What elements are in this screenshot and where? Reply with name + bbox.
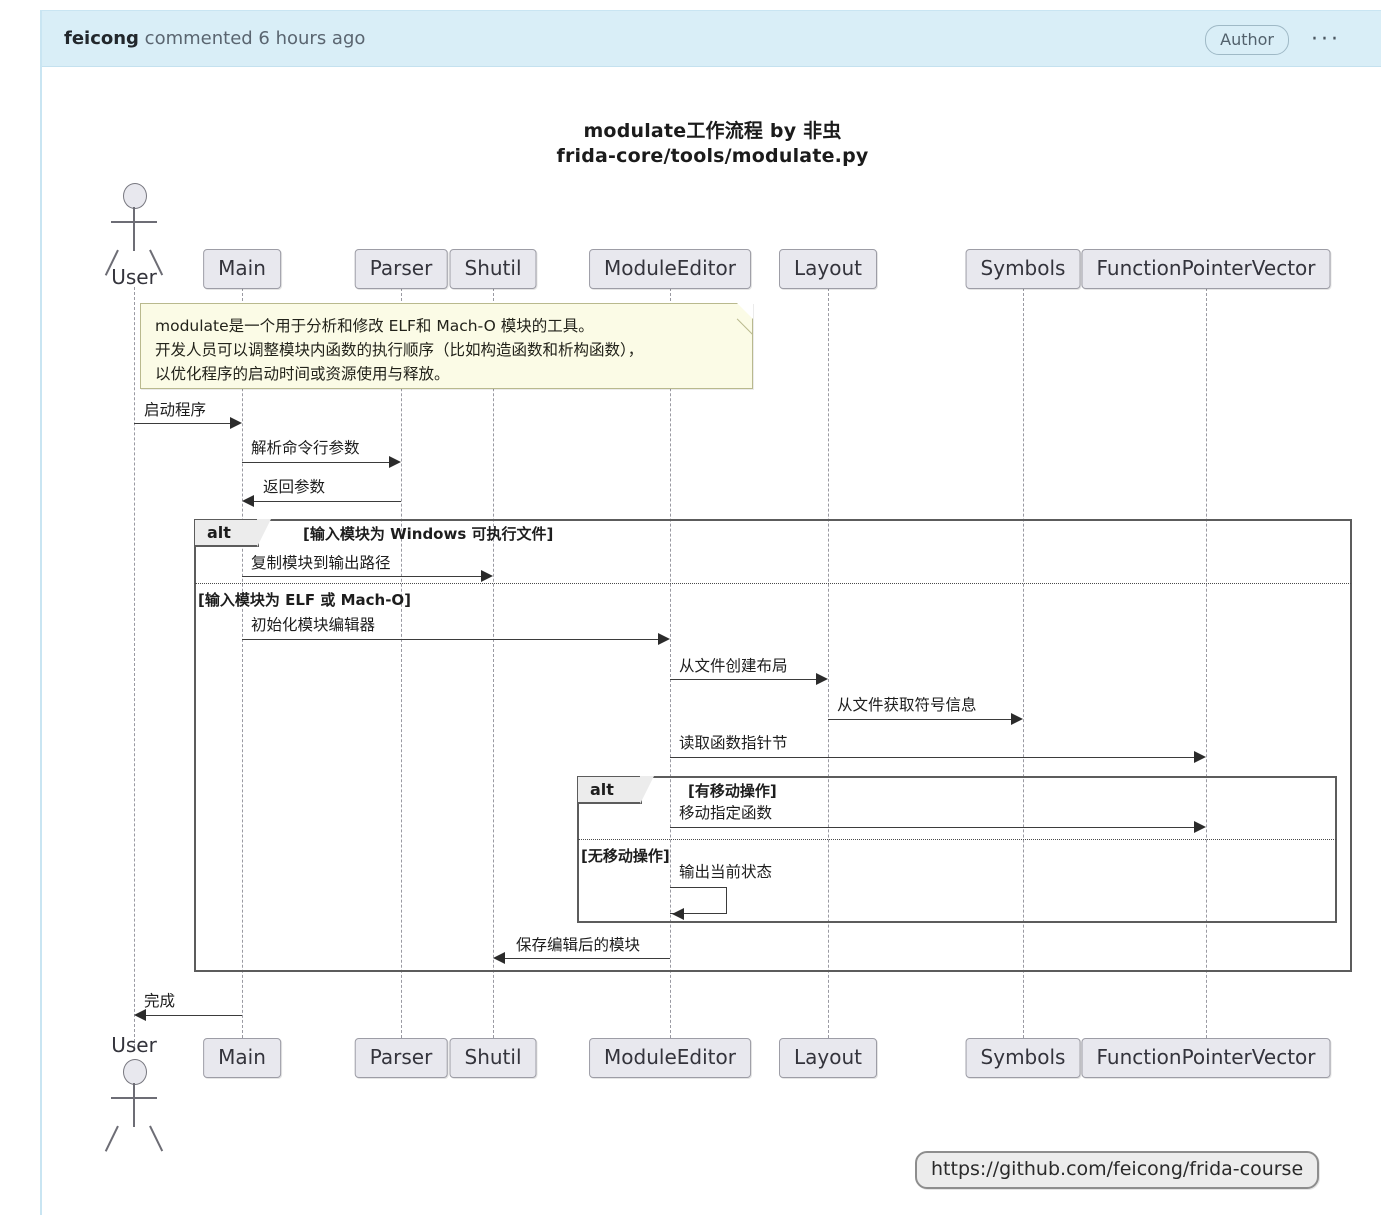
actor-arms-line-bottom	[111, 1097, 157, 1099]
message-label-read-fptr-section: 读取函数指针节	[679, 734, 788, 752]
actor-head-icon	[123, 183, 147, 209]
comment-author[interactable]: feicong	[64, 28, 139, 49]
fragment-outer-alt-guard-alternative: [输入模块为 ELF 或 Mach-O]	[198, 591, 412, 609]
lifeline-symbols	[1023, 288, 1024, 1048]
message-line-copy-module	[242, 576, 483, 577]
message-line-get-symbols	[828, 719, 1013, 720]
message-arrowhead-create-layout	[816, 673, 828, 685]
footer-url-badge[interactable]: https://github.com/feicong/frida-course	[915, 1151, 1320, 1189]
author-badge: Author	[1205, 25, 1289, 56]
comment-timestamp: commented 6 hours ago	[138, 28, 366, 49]
message-arrowhead-return-args	[242, 495, 254, 507]
message-label-copy-module: 复制模块到输出路径	[251, 554, 391, 572]
lifeline-parser	[401, 288, 402, 1048]
message-line-save-module	[503, 958, 670, 959]
participant-parser[interactable]: Parser	[354, 249, 448, 289]
message-label-finish: 完成	[144, 992, 176, 1010]
message-arrowhead-copy-module	[481, 570, 493, 582]
message-line-read-fptr-section	[670, 757, 1196, 758]
message-arrowhead-output-state	[672, 908, 684, 920]
comment-header: feicong commented 6 hours ago Author ···	[42, 11, 1381, 67]
comment-container: feicong commented 6 hours ago Author ···…	[40, 10, 1383, 1216]
actor-label-top: User	[111, 265, 157, 289]
actor-leg-right-bottom	[149, 1125, 163, 1152]
comment-metadata: feicong commented 6 hours ago	[64, 28, 365, 49]
message-arrowhead-init-module-editor	[658, 633, 670, 645]
message-arrowhead-start-program	[230, 417, 242, 429]
diagram-title-line-1: modulate工作流程 by 非虫	[583, 120, 842, 142]
message-line-init-module-editor	[242, 639, 660, 640]
diagram-title: modulate工作流程 by 非虫 frida-core/tools/modu…	[42, 119, 1383, 169]
actor-head-icon-bottom	[123, 1059, 147, 1085]
participant-functionpointervector-bottom[interactable]: FunctionPointerVector	[1081, 1038, 1331, 1078]
participant-functionpointervector[interactable]: FunctionPointerVector	[1081, 249, 1331, 289]
participant-main-bottom[interactable]: Main	[203, 1038, 281, 1078]
note-line-2: 开发人员可以调整模块内函数的执行顺序（比如构造函数和析构函数），	[155, 341, 644, 359]
message-arrowhead-move-function	[1194, 821, 1206, 833]
fragment-inner-alt: alt	[577, 776, 1337, 923]
message-line-finish	[144, 1015, 242, 1016]
fragment-inner-alt-guard-primary: [有移动操作]	[688, 782, 777, 800]
participant-shutil[interactable]: Shutil	[449, 249, 537, 289]
note-fold-icon	[737, 303, 753, 319]
actor-label-bottom: User	[111, 1033, 157, 1057]
message-arrowhead-save-module	[493, 952, 505, 964]
participant-parser-bottom[interactable]: Parser	[354, 1038, 448, 1078]
actor-body-line	[133, 207, 135, 251]
note-line-1: modulate是一个用于分析和修改 ELF和 Mach-O 模块的工具。	[155, 317, 594, 335]
message-arrowhead-read-fptr-section	[1194, 751, 1206, 763]
participant-moduleeditor-bottom[interactable]: ModuleEditor	[589, 1038, 751, 1078]
message-arrowhead-get-symbols	[1011, 713, 1023, 725]
actor-leg-left-bottom	[104, 1125, 119, 1152]
more-options-icon[interactable]: ···	[1311, 27, 1341, 52]
sequence-diagram: modulate工作流程 by 非虫 frida-core/tools/modu…	[42, 67, 1383, 1216]
participant-moduleeditor[interactable]: ModuleEditor	[589, 249, 751, 289]
message-label-save-module: 保存编辑后的模块	[516, 936, 641, 954]
fragment-inner-alt-operator: alt	[578, 776, 654, 804]
lifeline-user	[134, 287, 135, 1047]
note-line-3: 以优化程序的启动时间或资源使用与释放。	[155, 365, 450, 383]
participant-symbols-bottom[interactable]: Symbols	[965, 1038, 1081, 1078]
message-label-get-symbols: 从文件获取符号信息	[837, 696, 977, 714]
fragment-inner-alt-divider	[578, 839, 1336, 840]
actor-body-line-bottom	[133, 1083, 135, 1127]
fragment-outer-alt-operator: alt	[195, 519, 271, 547]
message-label-create-layout: 从文件创建布局	[679, 657, 788, 675]
message-label-init-module-editor: 初始化模块编辑器	[251, 616, 376, 634]
fragment-outer-alt: alt	[194, 519, 1352, 972]
fragment-outer-alt-guard-primary: [输入模块为 Windows 可执行文件]	[303, 525, 554, 543]
message-self-loop-output-state	[670, 887, 727, 914]
message-line-create-layout	[670, 679, 818, 680]
message-label-move-function: 移动指定函数	[679, 804, 773, 822]
diagram-note: modulate是一个用于分析和修改 ELF和 Mach-O 模块的工具。 开发…	[140, 303, 769, 389]
fragment-outer-alt-divider	[195, 583, 1351, 584]
message-label-start-program: 启动程序	[144, 401, 207, 419]
participant-symbols[interactable]: Symbols	[965, 249, 1081, 289]
message-line-start-program	[134, 423, 232, 424]
message-label-output-state: 输出当前状态	[679, 863, 773, 881]
actor-arms-line	[111, 221, 157, 223]
message-arrowhead-finish	[134, 1009, 146, 1021]
lifeline-main	[242, 288, 243, 1048]
lifeline-layout	[828, 288, 829, 1048]
message-label-return-args: 返回参数	[263, 478, 326, 496]
message-line-parse-cli-args	[242, 462, 391, 463]
participant-layout[interactable]: Layout	[779, 249, 877, 289]
message-line-return-args	[252, 501, 401, 502]
participant-main[interactable]: Main	[203, 249, 281, 289]
message-arrowhead-parse-cli-args	[389, 456, 401, 468]
message-line-move-function	[670, 827, 1196, 828]
participant-layout-bottom[interactable]: Layout	[779, 1038, 877, 1078]
participant-shutil-bottom[interactable]: Shutil	[449, 1038, 537, 1078]
lifeline-moduleeditor	[670, 288, 671, 1048]
diagram-title-line-2: frida-core/tools/modulate.py	[556, 145, 869, 167]
lifeline-functionpointervector	[1206, 288, 1207, 1048]
lifeline-shutil	[493, 288, 494, 1048]
fragment-inner-alt-guard-alternative: [无移动操作]	[581, 847, 670, 865]
message-label-parse-cli-args: 解析命令行参数	[251, 439, 360, 457]
